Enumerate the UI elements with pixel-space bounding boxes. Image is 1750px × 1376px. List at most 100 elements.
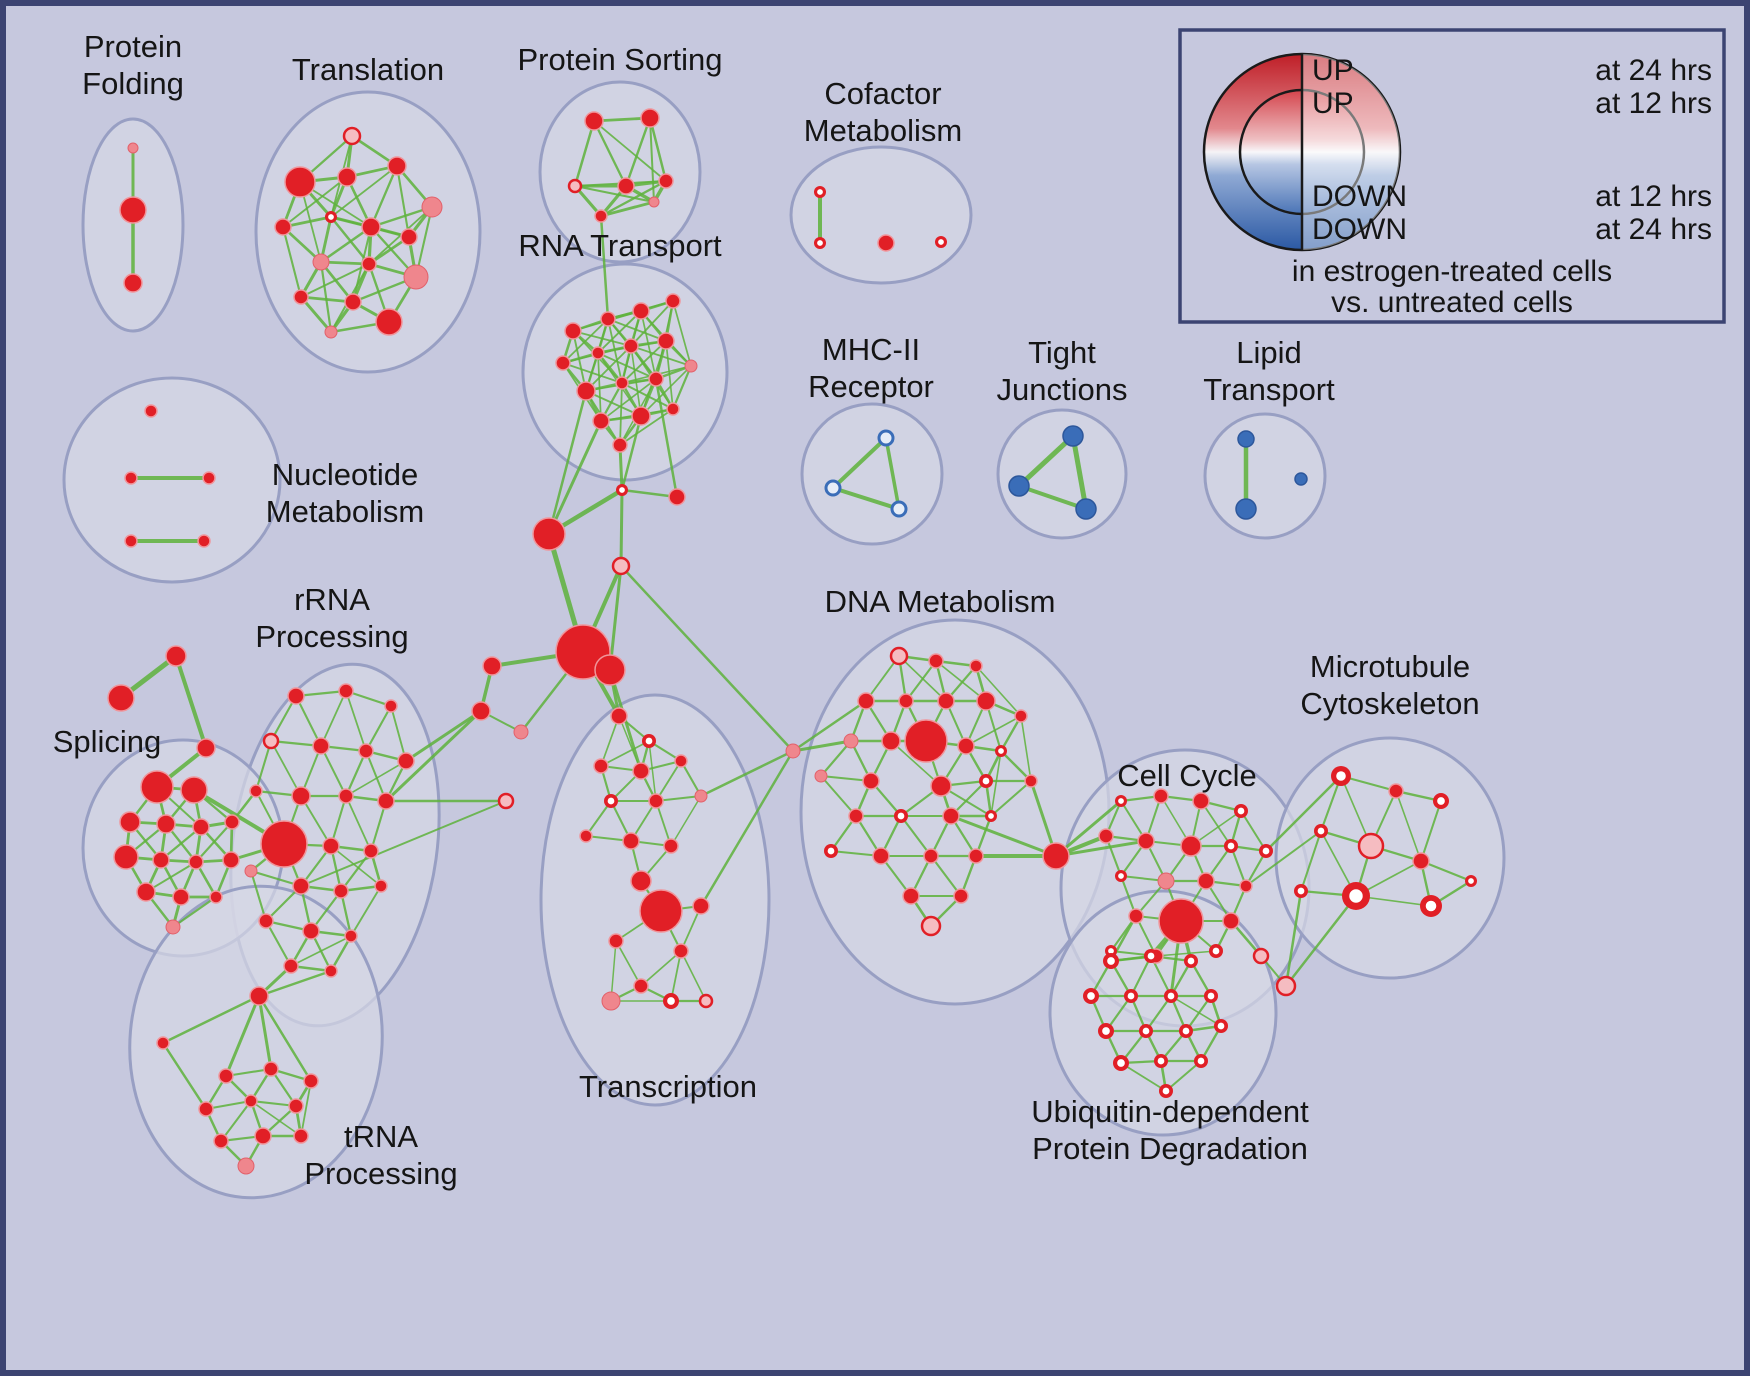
network-node[interactable]: [324, 964, 338, 978]
network-node[interactable]: [192, 818, 210, 836]
network-node[interactable]: [872, 847, 890, 865]
network-node[interactable]: [1128, 908, 1144, 924]
network-node[interactable]: [363, 843, 379, 859]
network-node[interactable]: [244, 1094, 258, 1108]
network-node[interactable]: [140, 770, 174, 804]
network-node[interactable]: [144, 404, 158, 418]
network-node[interactable]: [123, 273, 143, 293]
network-node[interactable]: [1008, 475, 1030, 497]
network-node[interactable]: [824, 479, 842, 497]
network-node[interactable]: [165, 919, 181, 935]
network-node[interactable]: [665, 293, 681, 309]
network-node[interactable]: [1153, 788, 1169, 804]
network-node[interactable]: [513, 724, 529, 740]
network-node[interactable]: [361, 256, 377, 272]
network-node[interactable]: [920, 915, 942, 937]
network-node[interactable]: [274, 218, 292, 236]
network-node[interactable]: [1098, 828, 1114, 844]
network-node[interactable]: [673, 943, 689, 959]
network-node[interactable]: [579, 829, 593, 843]
network-node[interactable]: [1275, 975, 1297, 997]
network-node[interactable]: [1239, 879, 1253, 893]
network-node[interactable]: [633, 978, 649, 994]
network-node[interactable]: [976, 691, 996, 711]
network-node[interactable]: [1252, 947, 1270, 965]
network-node[interactable]: [663, 838, 679, 854]
network-node[interactable]: [668, 488, 686, 506]
network-node[interactable]: [172, 888, 190, 906]
network-node[interactable]: [555, 355, 571, 371]
network-node[interactable]: [344, 293, 362, 311]
network-node[interactable]: [421, 196, 443, 218]
network-node[interactable]: [127, 142, 139, 154]
network-node[interactable]: [302, 922, 320, 940]
network-node[interactable]: [648, 196, 660, 208]
network-node[interactable]: [877, 429, 895, 447]
network-node[interactable]: [957, 737, 975, 755]
network-node[interactable]: [258, 913, 274, 929]
network-node[interactable]: [1075, 498, 1097, 520]
network-node[interactable]: [322, 837, 340, 855]
network-node[interactable]: [594, 654, 626, 686]
network-node[interactable]: [881, 731, 901, 751]
network-node[interactable]: [1137, 832, 1155, 850]
network-node[interactable]: [260, 820, 308, 868]
network-node[interactable]: [937, 692, 955, 710]
network-node[interactable]: [344, 929, 358, 943]
network-node[interactable]: [692, 897, 710, 915]
network-node[interactable]: [198, 1101, 214, 1117]
network-node[interactable]: [567, 178, 583, 194]
network-node[interactable]: [694, 789, 708, 803]
network-node[interactable]: [338, 683, 354, 699]
network-node[interactable]: [249, 784, 263, 798]
network-node[interactable]: [342, 126, 362, 146]
network-node[interactable]: [1237, 430, 1255, 448]
network-node[interactable]: [119, 811, 141, 833]
network-node[interactable]: [843, 733, 859, 749]
network-node[interactable]: [889, 646, 909, 666]
network-node[interactable]: [292, 877, 310, 895]
network-node[interactable]: [303, 1073, 319, 1089]
network-node[interactable]: [593, 758, 609, 774]
network-node[interactable]: [209, 890, 223, 904]
network-node[interactable]: [1192, 792, 1210, 810]
network-node[interactable]: [218, 1068, 234, 1084]
network-node[interactable]: [196, 738, 216, 758]
network-node[interactable]: [107, 684, 135, 712]
network-node[interactable]: [337, 167, 357, 187]
network-node[interactable]: [857, 692, 875, 710]
network-node[interactable]: [890, 500, 908, 518]
network-node[interactable]: [482, 656, 502, 676]
network-node[interactable]: [263, 1061, 279, 1077]
network-node[interactable]: [377, 792, 395, 810]
network-node[interactable]: [632, 302, 650, 320]
network-node[interactable]: [608, 933, 624, 949]
network-node[interactable]: [124, 471, 138, 485]
network-node[interactable]: [592, 412, 610, 430]
network-node[interactable]: [293, 1128, 309, 1144]
network-node[interactable]: [1357, 832, 1385, 860]
network-node[interactable]: [631, 406, 651, 426]
network-node[interactable]: [165, 645, 187, 667]
network-node[interactable]: [180, 776, 208, 804]
network-node[interactable]: [657, 332, 675, 350]
network-node[interactable]: [249, 986, 269, 1006]
network-node[interactable]: [222, 851, 240, 869]
network-node[interactable]: [1294, 472, 1308, 486]
network-node[interactable]: [197, 534, 211, 548]
network-node[interactable]: [1412, 852, 1430, 870]
network-node[interactable]: [785, 743, 801, 759]
network-node[interactable]: [361, 217, 381, 237]
network-node[interactable]: [1014, 709, 1028, 723]
network-node[interactable]: [1388, 783, 1404, 799]
network-node[interactable]: [312, 253, 330, 271]
network-node[interactable]: [1042, 842, 1070, 870]
network-node[interactable]: [213, 1133, 229, 1149]
network-node[interactable]: [324, 325, 338, 339]
network-node[interactable]: [610, 707, 628, 725]
network-node[interactable]: [904, 719, 948, 763]
network-node[interactable]: [400, 228, 418, 246]
network-node[interactable]: [497, 792, 515, 810]
network-node[interactable]: [152, 851, 170, 869]
network-node[interactable]: [611, 556, 631, 576]
